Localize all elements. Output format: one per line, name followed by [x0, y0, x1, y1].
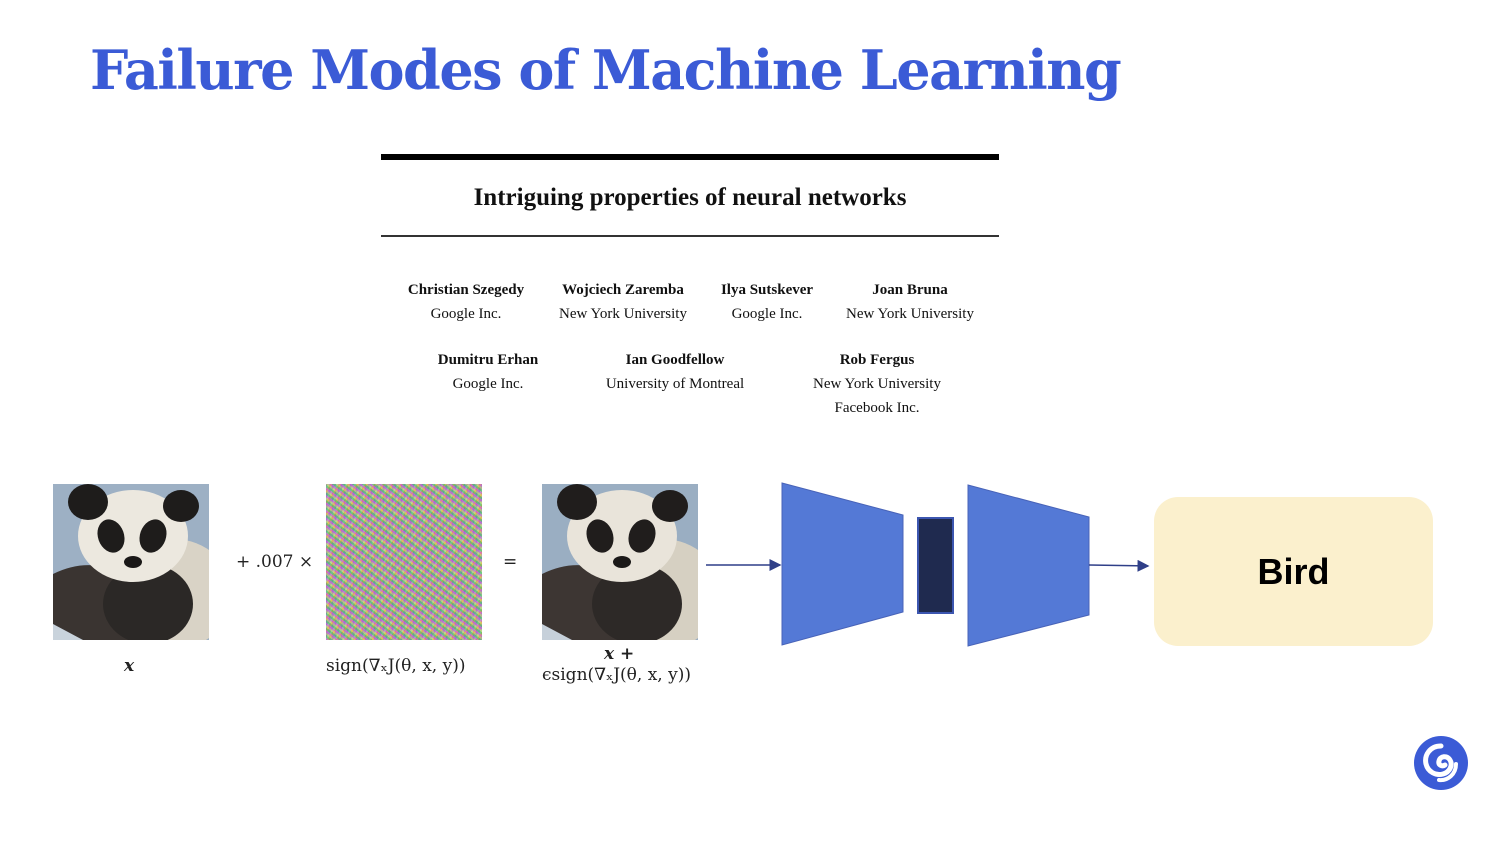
author-block: Christian Szegedy Google Inc.: [408, 278, 524, 326]
author-affiliation-secondary: Facebook Inc.: [834, 400, 920, 416]
author-affiliation: Google Inc.: [452, 376, 524, 392]
perturbation-factor: + .007 ×: [236, 552, 314, 572]
author-block: Ilya Sutskever Google Inc.: [721, 278, 813, 326]
author-affiliation: University of Montreal: [605, 376, 745, 392]
author-affiliation: New York University: [846, 306, 974, 322]
author-affiliation: New York University: [559, 306, 687, 322]
decoder-trapezoid: [967, 484, 1090, 647]
output-class-box: Bird: [1154, 497, 1433, 646]
input-math-label: x: [124, 656, 135, 676]
slide-title: Failure Modes of Machine Learning: [90, 38, 1122, 102]
adversarial-noise-image: [326, 484, 482, 640]
author-affiliation: Google Inc.: [731, 306, 803, 322]
author-name: Ilya Sutskever: [720, 282, 814, 298]
paper-bottom-rule: [381, 235, 999, 237]
author-block: Joan Bruna New York University: [846, 278, 974, 326]
neural-network-diagram: [706, 482, 1150, 647]
result-math-label-line2: ϵsign(∇ₓJ(θ, x, y)): [542, 665, 691, 685]
author-affiliation: New York University: [813, 376, 941, 392]
bottleneck-layer: [917, 517, 954, 614]
author-name: Ian Goodfellow: [625, 352, 725, 368]
author-block: Dumitru Erhan Google Inc.: [438, 348, 538, 396]
noise-math-label: sign(∇ₓJ(θ, x, y)): [326, 656, 466, 676]
panda-image-original: [53, 484, 209, 640]
equals-sign: =: [503, 552, 518, 572]
author-name: Rob Fergus: [839, 352, 915, 368]
panda-image-adversarial: [542, 484, 698, 640]
deepmind-logo-icon: [1414, 736, 1468, 790]
output-class-label: Bird: [1257, 550, 1330, 592]
author-name: Wojciech Zaremba: [562, 282, 684, 298]
author-block: Rob Fergus New York University Facebook …: [813, 348, 941, 420]
author-name: Dumitru Erhan: [437, 352, 539, 368]
paper-top-rule: [381, 154, 999, 160]
author-affiliation: Google Inc.: [430, 306, 502, 322]
author-block: Wojciech Zaremba New York University: [559, 278, 687, 326]
encoder-trapezoid: [781, 482, 904, 646]
output-arrow: [1088, 559, 1150, 572]
author-name: Joan Bruna: [872, 282, 948, 298]
result-math-label-line1: x +: [604, 644, 635, 664]
author-block: Ian Goodfellow University of Montreal: [606, 348, 744, 396]
paper-title: Intriguing properties of neural networks: [473, 184, 907, 211]
author-name: Christian Szegedy: [407, 282, 525, 298]
